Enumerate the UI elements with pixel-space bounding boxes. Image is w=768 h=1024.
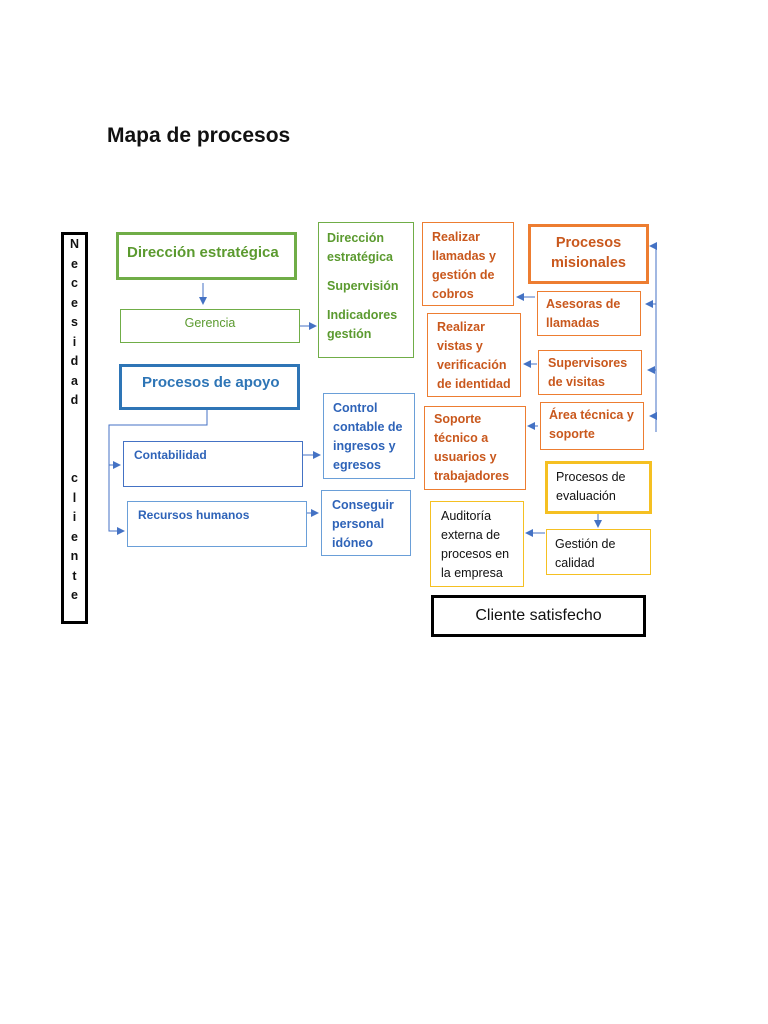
realizar-vistas-box: Realizar vistas y verificación de identi…: [427, 313, 521, 397]
asesoras-line-1: Asesoras de: [546, 297, 621, 311]
conseguir-personal-box: Conseguir personal idóneo: [321, 490, 411, 556]
area-line-2: soporte: [549, 427, 595, 441]
procesos-apoyo-label: Procesos de apoyo: [142, 374, 280, 391]
misionales-line-2: misionales: [551, 255, 626, 271]
area-tecnica-box: Área técnica y soporte: [540, 402, 644, 450]
cliente-satisfecho-box: Cliente satisfecho: [431, 595, 646, 637]
soporte-tecnico-box: Soporte técnico a usuarios y trabajadore…: [424, 406, 526, 490]
procesos-misionales-box: Procesos misionales: [528, 224, 649, 284]
soporte-line-1: Soporte: [434, 412, 482, 426]
gestion-line-1: Gestión de: [555, 537, 616, 551]
area-line-1: Área técnica y: [549, 408, 634, 422]
vistas-line-3: verificación: [437, 358, 507, 372]
side-char: i: [72, 510, 77, 524]
auditoria-line-3: procesos en: [441, 547, 510, 561]
auditoria-line-4: la empresa: [441, 566, 503, 580]
contabilidad-box: Contabilidad: [123, 441, 303, 487]
contabilidad-label: Contabilidad: [134, 448, 207, 462]
gerencia-label: Gerencia: [184, 316, 236, 330]
evaluacion-line-1: Procesos de: [556, 470, 626, 484]
side-char: c: [71, 471, 78, 485]
asesoras-line-2: llamadas: [546, 316, 600, 330]
page-title: Mapa de procesos: [107, 124, 291, 147]
side-char: e: [71, 588, 78, 602]
direccion-lista-box: Dirección estratégica Supervisión Indica…: [318, 222, 414, 358]
control-contable-box: Control contable de ingresos y egresos: [323, 393, 415, 479]
lista-estrategica: estratégica: [327, 250, 394, 264]
lista-indicadores: Indicadores: [327, 308, 398, 322]
realizar-llamadas-box: Realizar llamadas y gestión de cobros: [422, 222, 514, 306]
vistas-line-2: vistas y: [437, 339, 483, 353]
necesidad-cliente-column: N e c e s i d a d c l i e n t e: [61, 232, 88, 624]
direccion-estrategica-label: Dirección estratégica: [127, 244, 279, 261]
control-line-3: ingresos y: [333, 439, 396, 453]
soporte-line-4: trabajadores: [434, 469, 510, 483]
control-line-4: egresos: [333, 458, 381, 472]
soporte-line-3: usuarios y: [434, 450, 497, 464]
procesos-apoyo-box: Procesos de apoyo: [119, 364, 300, 410]
cliente-satisfecho-label: Cliente satisfecho: [475, 607, 602, 624]
llamadas-line-3: gestión de: [432, 268, 495, 282]
llamadas-line-2: llamadas y: [432, 249, 496, 263]
gestion-line-2: calidad: [555, 556, 595, 570]
evaluacion-line-2: evaluación: [556, 489, 616, 503]
lista-gestion: gestión: [327, 327, 372, 341]
side-char: s: [71, 315, 78, 329]
side-char: t: [72, 568, 77, 583]
gestion-calidad-box: Gestión de calidad: [546, 529, 651, 575]
supervisores-line-1: Supervisores: [548, 356, 628, 370]
side-char: d: [70, 393, 79, 407]
vistas-line-1: Realizar: [437, 320, 485, 334]
side-char: [64, 411, 85, 431]
conseguir-line-1: Conseguir: [332, 498, 394, 512]
side-char: [64, 430, 85, 450]
side-char: c: [71, 276, 78, 290]
procesos-evaluacion-box: Procesos de evaluación: [545, 461, 652, 514]
gerencia-box: Gerencia: [120, 309, 300, 343]
side-char: [64, 450, 85, 470]
recursos-humanos-label: Recursos humanos: [138, 508, 250, 522]
llamadas-line-4: cobros: [432, 287, 474, 301]
llamadas-line-1: Realizar: [432, 230, 480, 244]
misionales-line-1: Procesos: [555, 235, 622, 251]
lista-direccion: Dirección: [327, 231, 384, 245]
conseguir-line-3: idóneo: [332, 536, 373, 550]
side-char: N: [69, 237, 80, 251]
lista-supervision: Supervisión: [327, 279, 399, 293]
vistas-line-4: de identidad: [437, 377, 511, 391]
supervisores-line-2: de visitas: [548, 375, 605, 389]
soporte-line-2: técnico a: [434, 431, 489, 445]
auditoria-line-1: Auditoría: [441, 509, 492, 523]
side-char: e: [71, 295, 78, 310]
side-char: n: [70, 549, 79, 563]
conseguir-line-2: personal: [332, 517, 385, 531]
side-char: e: [71, 256, 78, 271]
asesoras-box: Asesoras de llamadas: [537, 291, 641, 336]
side-char: l: [72, 490, 77, 505]
supervisores-box: Supervisores de visitas: [538, 350, 642, 395]
recursos-humanos-box: Recursos humanos: [127, 501, 307, 547]
side-char: e: [71, 529, 78, 544]
side-char: i: [72, 334, 77, 349]
auditoria-box: Auditoría externa de procesos en la empr…: [430, 501, 524, 587]
direccion-estrategica-box: Dirección estratégica: [116, 232, 297, 280]
control-line-1: Control: [333, 401, 378, 415]
side-char: d: [70, 354, 79, 368]
control-line-2: contable de: [333, 420, 403, 434]
side-char: a: [71, 373, 78, 388]
auditoria-line-2: externa de: [441, 528, 501, 542]
